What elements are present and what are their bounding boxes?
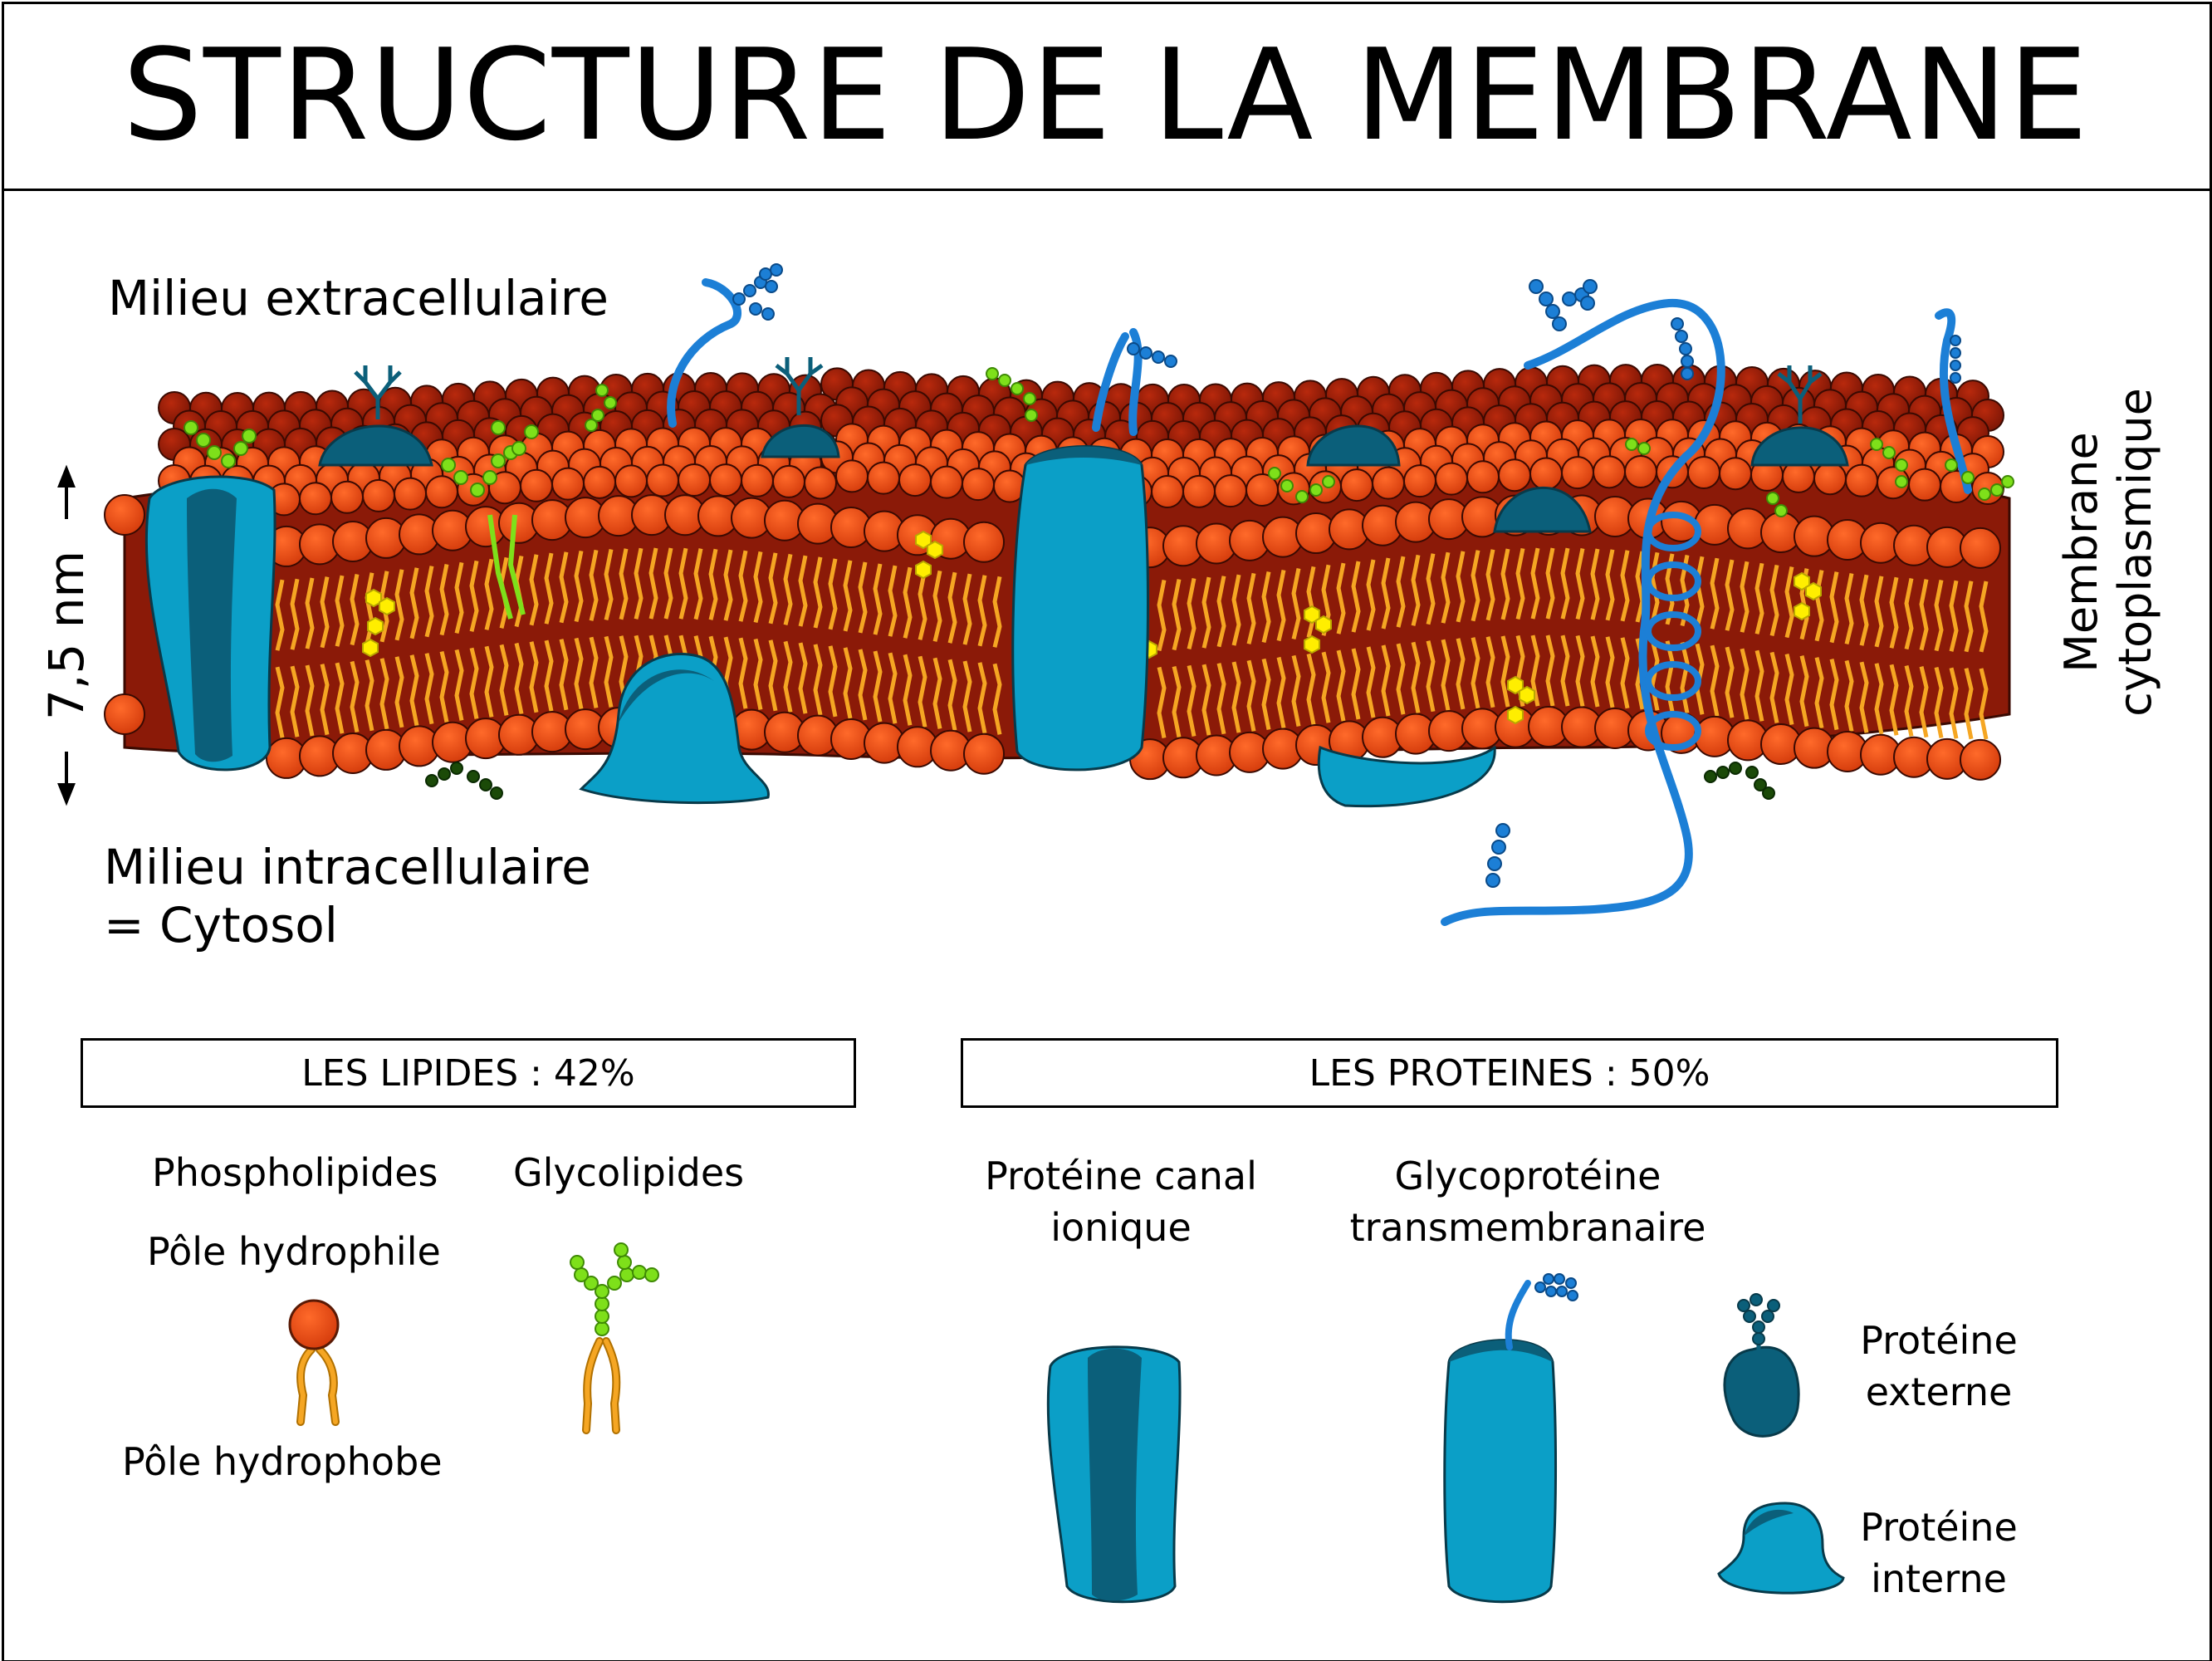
extracellular-label: Milieu extracellulaire [108,270,609,328]
intracellular-line2: = Cytosol [104,897,591,955]
lipids-header: LES LIPIDES : 42% [301,1052,634,1095]
page-title: STRUCTURE DE LA MEMBRANE [122,32,2088,159]
lipids-header-box: LES LIPIDES : 42% [81,1038,856,1108]
membrane-label: Membrane cytoplasmique [2055,345,2163,760]
hydrophobic-label: Pôle hydrophobe [122,1439,443,1485]
internal-line1: Protéine [1839,1502,2038,1553]
glycolipids-label: Glycolipides [513,1150,744,1196]
glyco-line2: transmembranaire [1337,1202,1719,1253]
external-line2: externe [1839,1366,2038,1418]
external-line1: Protéine [1839,1315,2038,1366]
glyco-line1: Glycoprotéine [1337,1150,1719,1202]
internal-protein-label: Protéine interne [1839,1502,2038,1605]
channel-line2: ionique [955,1202,1287,1253]
internal-line2: interne [1839,1553,2038,1605]
title-bar: STRUCTURE DE LA MEMBRANE [2,2,2210,191]
channel-line1: Protéine canal [955,1150,1287,1202]
intracellular-line1: Milieu intracellulaire [104,839,591,897]
intracellular-label: Milieu intracellulaire = Cytosol [104,839,591,954]
proteins-header: LES PROTEINES : 50% [1309,1052,1710,1095]
channel-protein-label: Protéine canal ionique [955,1150,1287,1253]
hydrophilic-label: Pôle hydrophile [147,1229,441,1275]
glycoprotein-label: Glycoprotéine transmembranaire [1337,1150,1719,1253]
external-protein-label: Protéine externe [1839,1315,2038,1418]
thickness-label: 7,5 nm [38,551,95,720]
phospholipids-label: Phospholipides [152,1150,438,1196]
membrane-line2: cytoplasmique [2109,345,2163,760]
proteins-header-box: LES PROTEINES : 50% [961,1038,2058,1108]
membrane-line1: Membrane [2055,345,2109,760]
